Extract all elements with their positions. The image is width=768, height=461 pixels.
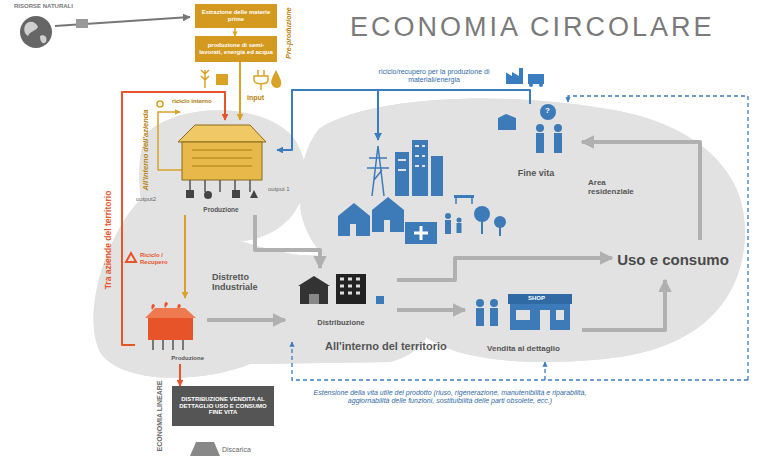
use-area: Uso e consumo: [612, 240, 734, 280]
partner-factory-icon: [145, 302, 196, 350]
end-of-life-area: Fine vita: [490, 104, 582, 180]
factory-area: Produzione: [135, 298, 207, 364]
flow-arrow: [122, 92, 225, 345]
flow-arrow: [277, 90, 530, 150]
stage-box: produzione di semi-lavorati, energia ed …: [195, 36, 277, 62]
resource-label: RISORSE NATURALI: [14, 3, 73, 10]
landfill-icon: [190, 442, 220, 456]
node-text: Vendita al dettaglio: [468, 344, 579, 353]
loop-label: riciclo interno: [172, 98, 212, 105]
territory-ground: [94, 99, 745, 378]
recycle-label: Riciclo / Recupero: [140, 252, 182, 266]
flow-arrow: [234, 28, 236, 36]
scope-label: All'interno del territorio: [325, 340, 447, 353]
node-text: Produzione: [138, 355, 204, 362]
landfill-label: Discarica: [222, 446, 251, 454]
area-label: Area residenziale: [588, 178, 648, 196]
node-text: Distribuzione: [288, 319, 394, 328]
shop-sign: SHOP: [528, 295, 545, 302]
flow-arrow: [179, 364, 181, 386]
question-mark: ?: [545, 106, 550, 115]
globe-icon: [20, 16, 190, 48]
scope-label: All'interno dell'azienda: [142, 109, 151, 190]
warehouse-icon: [298, 274, 384, 304]
gear-icon: [157, 101, 163, 107]
recycle-icon: [126, 253, 136, 262]
node-text: Estrazione delle materie prime: [198, 9, 274, 23]
stage-box: Estrazione delle materie prime: [195, 4, 277, 28]
city-icons: [338, 140, 506, 244]
flow-arrow: [397, 258, 612, 280]
district-label: Distretto Industriale: [212, 272, 274, 293]
node-text: DISTRIBUZIONE VENDITA AL DETTAGLIO USO E…: [175, 396, 271, 417]
node-text: Produzione: [168, 206, 274, 213]
flow-arrow: [582, 142, 700, 240]
node-text: Fine vita: [493, 168, 579, 178]
title: ECONOMIA CIRCOLARE: [350, 12, 715, 43]
input-icons: [201, 70, 281, 90]
distribution-area: Distribuzione: [285, 268, 397, 330]
flow-arrow: [582, 280, 665, 330]
shop-icon: [476, 294, 572, 330]
end-of-life-icons: [498, 104, 562, 153]
retail-area: Vendita al dettaglio: [465, 290, 582, 355]
scope-label: Tra aziende del territorio: [104, 191, 114, 290]
edge-label: input: [245, 94, 266, 102]
note: Estensione della vita utile del prodotto…: [300, 389, 600, 405]
flow-arrow: [207, 318, 285, 322]
output-label: output2: [136, 196, 156, 203]
life-extension-loop: [292, 96, 748, 380]
output-label: output 1: [268, 186, 290, 193]
node-text: Uso e consumo: [615, 251, 731, 268]
linear-label: ECONOMIA LINEARE: [156, 381, 164, 452]
flow-arrow: [184, 215, 186, 298]
factory-area: Produzione: [165, 120, 277, 215]
flow-arrow: [239, 62, 241, 120]
linear-box: DISTRIBUZIONE VENDITA AL DETTAGLIO USO E…: [172, 386, 274, 426]
stage-label: Pre-produzione: [285, 7, 293, 58]
flow-arrow: [397, 308, 465, 312]
factory-icon: [178, 125, 266, 199]
industry-icons: [505, 68, 544, 87]
node-text: produzione di semi-lavorati, energia ed …: [198, 42, 274, 56]
edge-label: riciclo/recupero per la produzione di ma…: [362, 68, 506, 84]
energy-line: [377, 90, 379, 140]
flow-arrow: [255, 215, 320, 268]
